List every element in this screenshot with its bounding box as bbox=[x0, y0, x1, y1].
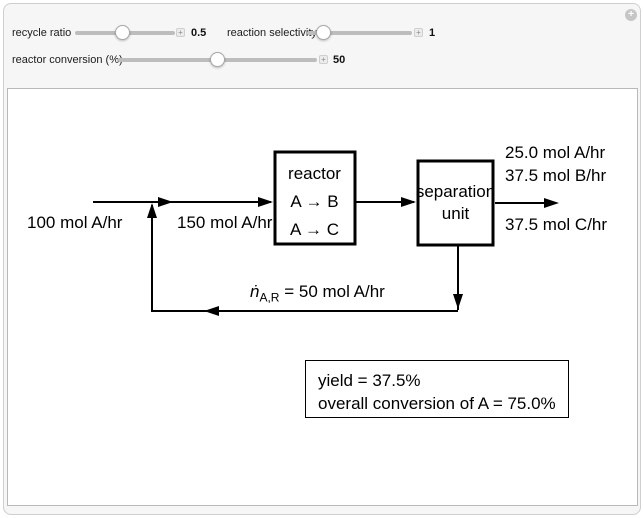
reactor-conversion-stepper-button[interactable]: + bbox=[319, 55, 328, 64]
slider-label-reaction-selectivity: reaction selectivity bbox=[227, 27, 317, 39]
reaction-2-label: A → C bbox=[289, 219, 340, 239]
reaction-selectivity-value: 1 bbox=[429, 27, 436, 39]
separation-label-line2: unit bbox=[441, 204, 470, 223]
separation-unit-text: separation unit bbox=[415, 160, 496, 246]
mixed-stream-label: 150 mol A/hr bbox=[177, 213, 273, 232]
reactor-box-text: reactor A → B A → C bbox=[274, 155, 355, 248]
results-box: yield = 37.5% overall conversion of A = … bbox=[305, 360, 569, 418]
slider-label-recycle-ratio: recycle ratio bbox=[12, 27, 72, 39]
reaction-selectivity-slider[interactable] bbox=[307, 25, 412, 40]
recycle-stream-label: ṅA,R = 50 mol A/hr bbox=[250, 283, 385, 306]
recycle-ratio-value: 0.5 bbox=[191, 27, 207, 39]
conversion-result: overall conversion of A = 75.0% bbox=[318, 394, 556, 413]
recycle-ratio-stepper-button[interactable]: + bbox=[176, 28, 185, 37]
reaction-selectivity-slider-thumb[interactable] bbox=[316, 25, 331, 40]
separation-label-line1: separation bbox=[415, 182, 496, 201]
slider-label-reactor-conversion: reactor conversion (%) bbox=[12, 54, 123, 66]
recycle-value-text: = 50 mol A/hr bbox=[279, 282, 385, 301]
manipulate-expand-icon[interactable]: + bbox=[625, 9, 637, 21]
recycle-ratio-slider-thumb[interactable] bbox=[115, 25, 130, 40]
reactor-title: reactor bbox=[288, 163, 341, 183]
reaction-1-label: A → B bbox=[290, 191, 339, 211]
recycle-ratio-slider[interactable] bbox=[75, 25, 175, 40]
yield-result: yield = 37.5% bbox=[318, 371, 421, 390]
reactor-conversion-slider[interactable] bbox=[118, 52, 317, 67]
product-c-label: 37.5 mol C/hr bbox=[505, 215, 608, 234]
feed-stream-label: 100 mol A/hr bbox=[27, 213, 123, 232]
reaction-selectivity-stepper-button[interactable]: + bbox=[414, 28, 423, 37]
recycle-variable: ṅ bbox=[250, 282, 260, 301]
recycle-subscript: A,R bbox=[259, 290, 280, 305]
reactor-conversion-slider-thumb[interactable] bbox=[210, 52, 225, 67]
product-a-label: 25.0 mol A/hr bbox=[505, 143, 606, 162]
product-b-label: 37.5 mol B/hr bbox=[505, 166, 607, 185]
reactor-conversion-value: 50 bbox=[333, 54, 346, 66]
